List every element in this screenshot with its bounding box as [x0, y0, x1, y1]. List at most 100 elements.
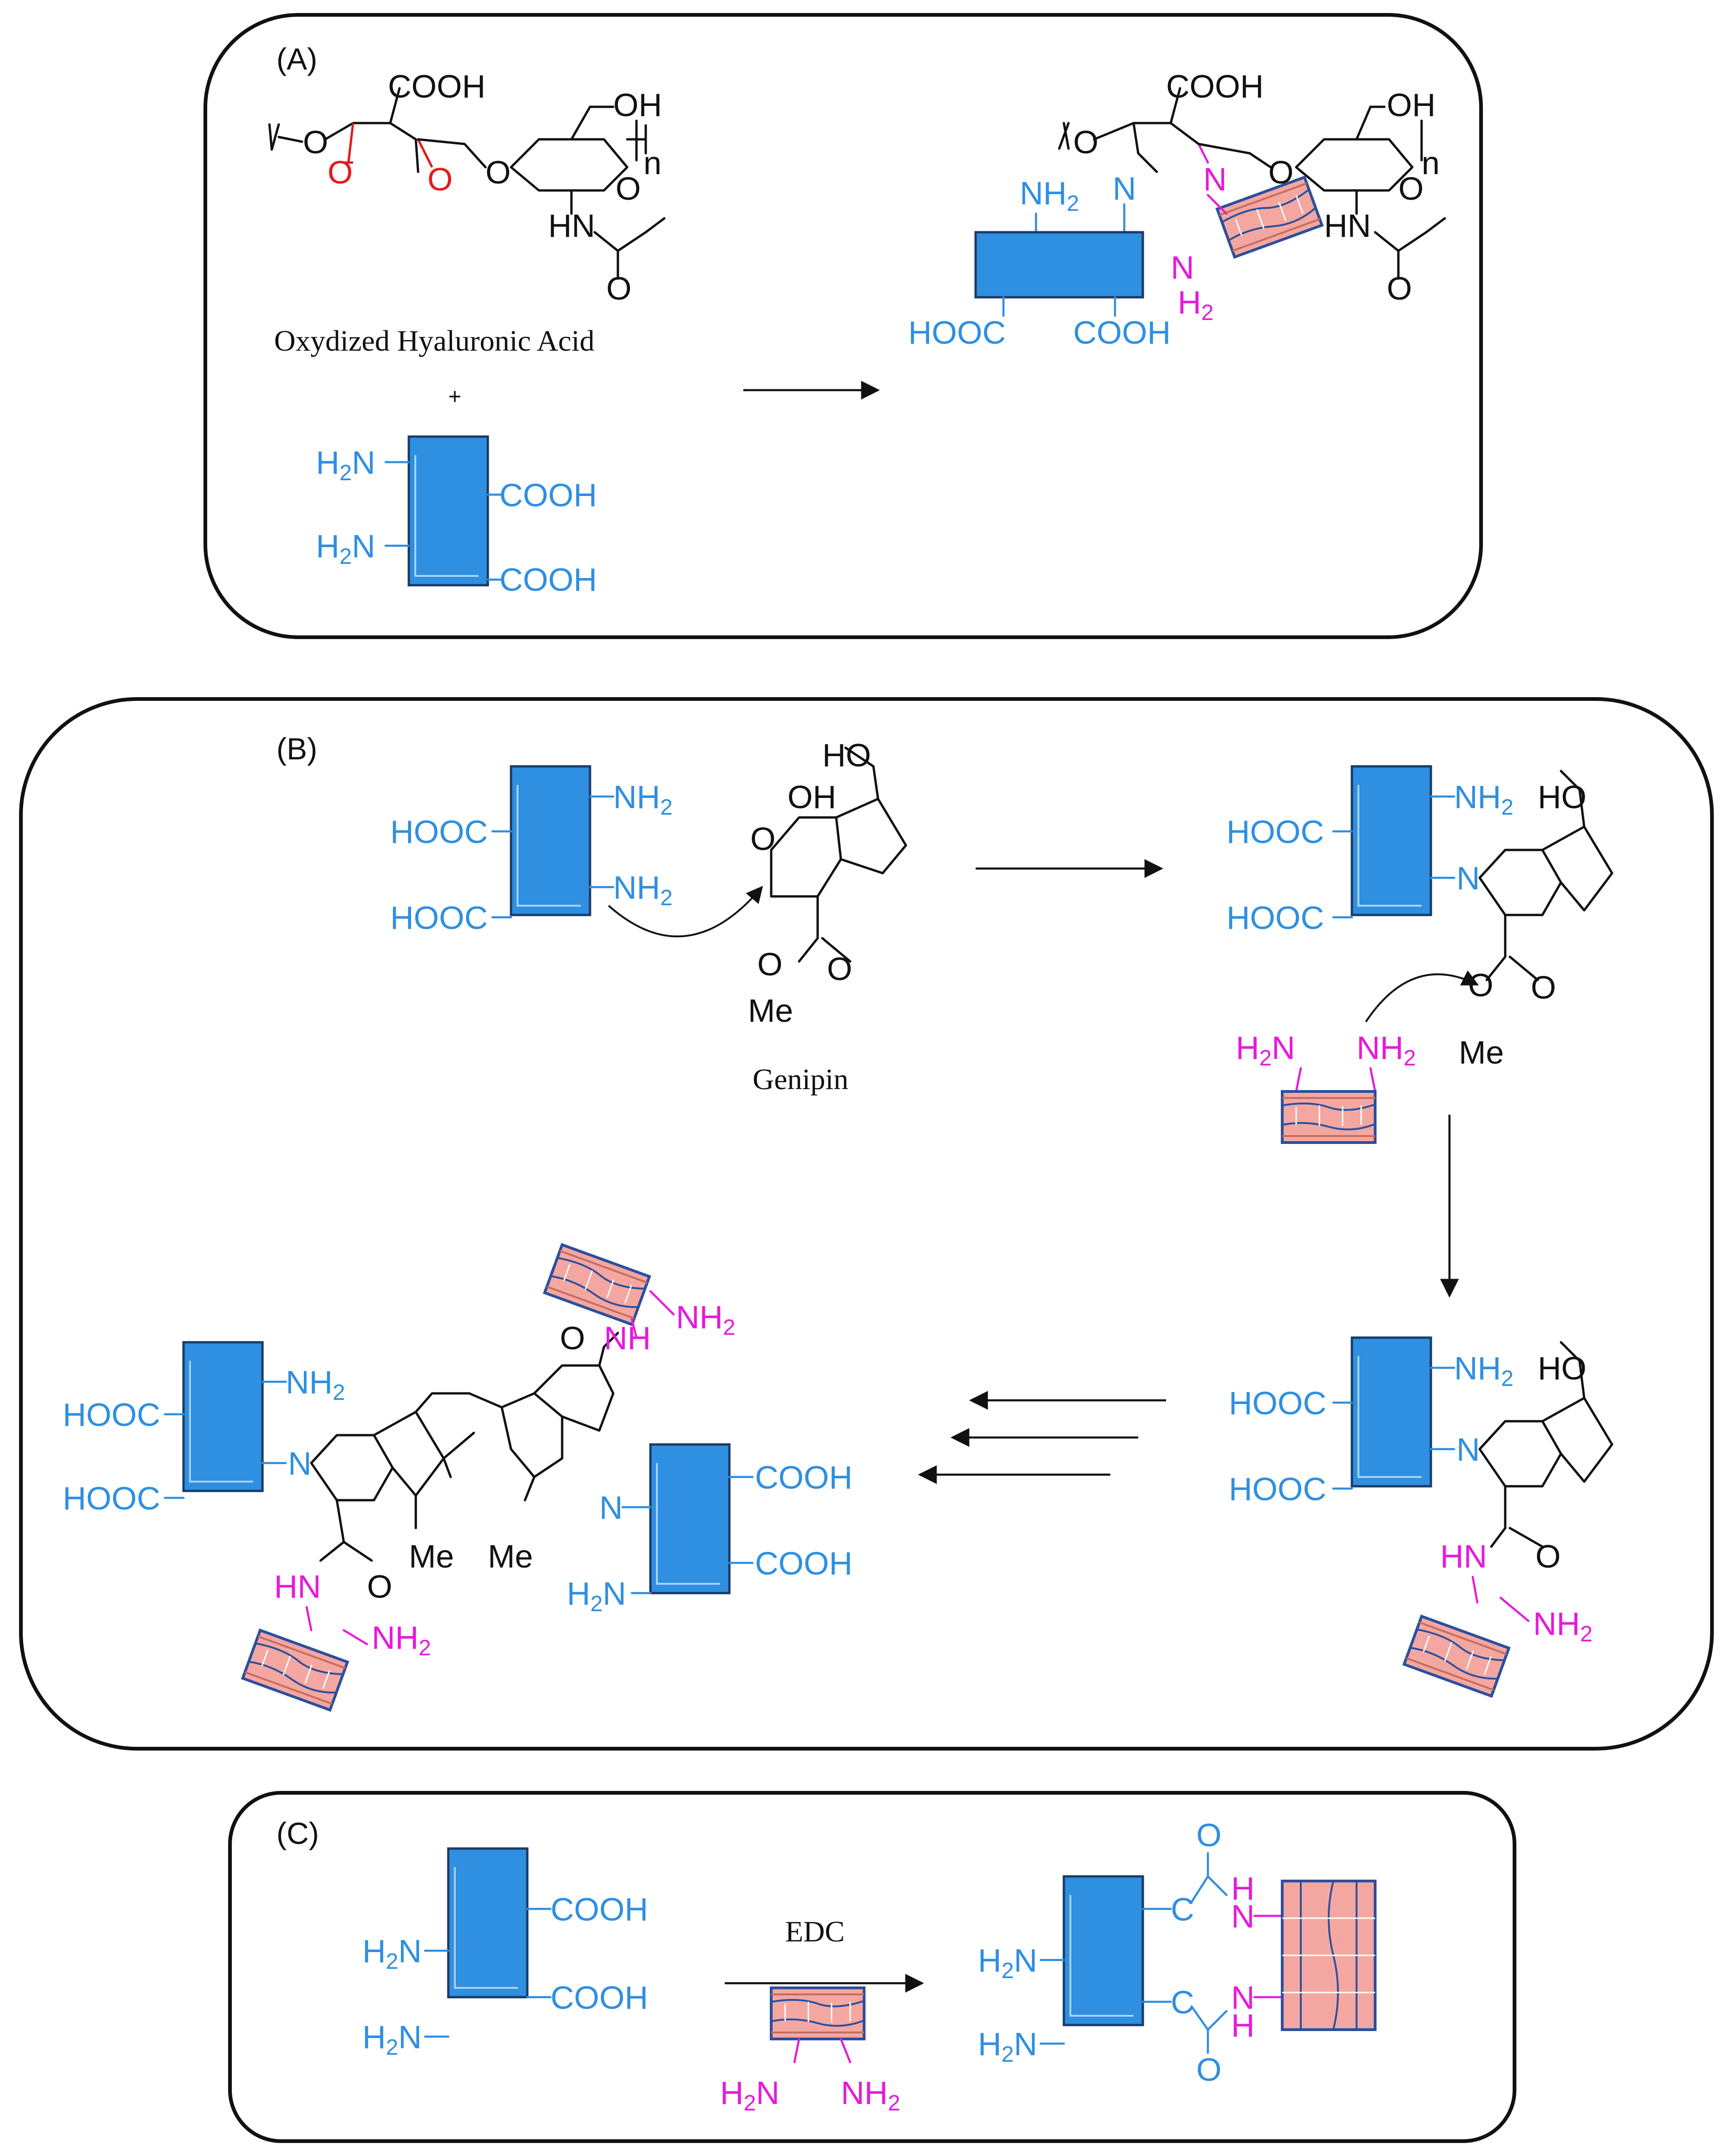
genipin-oh: OH — [787, 779, 836, 815]
pa-acetyl-o: O — [1387, 270, 1412, 307]
c-amide-n-bottom: N — [1231, 1980, 1255, 2016]
edc-reagent: EDC — [785, 1915, 845, 1948]
protein-block-pa — [974, 231, 1144, 299]
b4-me-left: Me — [409, 1538, 454, 1575]
b2-me: Me — [1459, 1034, 1504, 1071]
b4-left-pyridine-n: N — [288, 1445, 312, 1482]
b4-right-cooh-bottom: COOH — [755, 1545, 852, 1581]
ha-link-o: O — [485, 154, 511, 190]
protein-block-c-right — [1064, 1876, 1143, 2025]
ha-aldehyde-o-1: O — [328, 154, 353, 190]
b2-pyridine-n: N — [1456, 860, 1480, 896]
pa-tissue-h2: H2 — [1178, 284, 1213, 325]
ha-oh: OH — [613, 87, 662, 123]
ha-ring-o-2: O — [616, 170, 641, 207]
b4-right-cooh-top: COOH — [755, 1459, 852, 1496]
b4-right-h2n: H2N — [567, 1575, 626, 1616]
b4-right-amide-nh: NH — [604, 1320, 651, 1356]
product-a-structure: O COOH O OH O n HN O — [1058, 68, 1446, 307]
c-amide-n-top: N — [1231, 1898, 1255, 1934]
b1-hooc-top: HOOC — [390, 814, 488, 850]
protein-block-a — [409, 437, 488, 585]
b2-core — [1478, 770, 1613, 981]
b4-me-right: Me — [488, 1538, 533, 1575]
ha-acetyl-o: O — [606, 270, 631, 307]
c-amide-h-top: H — [1231, 1870, 1255, 1907]
protein-block-b4-left — [184, 1342, 262, 1491]
b3-ho: HO — [1538, 1350, 1587, 1386]
pa-o: O — [1073, 124, 1098, 160]
a-cooh-bottom: COOH — [499, 562, 597, 598]
b4-left-amide-o: O — [367, 1568, 392, 1605]
protein-block-b3 — [1352, 1338, 1431, 1486]
b3-hooc-bottom: HOOC — [1229, 1471, 1326, 1507]
b3-amide-hn: HN — [1440, 1538, 1487, 1575]
pa-repeat-n: n — [1422, 145, 1440, 181]
genipin-carbonyl-o: O — [827, 951, 852, 987]
genipin-caption: Genipin — [753, 1063, 848, 1096]
protein-block-b1 — [511, 766, 590, 915]
tissue-b2 — [1282, 1091, 1375, 1143]
b4-left-hooc-bottom: HOOC — [63, 1480, 160, 1516]
b3-amide-o: O — [1535, 1538, 1561, 1575]
c-left-h2n-top: H2N — [362, 1933, 422, 1974]
plus-sign: + — [448, 385, 461, 409]
panel-c-frame — [228, 1791, 1516, 2143]
pa-ring-o: O — [1398, 170, 1423, 207]
c-amide-c-bottom: C — [1171, 1984, 1194, 2020]
b4-left-hooc-top: HOOC — [63, 1397, 160, 1433]
c-amide-h-bottom: H — [1231, 2007, 1255, 2044]
ha-repeat-n: n — [643, 145, 662, 181]
c-amide-c-top: C — [1171, 1891, 1194, 1927]
c-amide-o-bottom: O — [1196, 2051, 1221, 2088]
b4-right-amide-o: O — [560, 1320, 585, 1356]
b4-left-amide-hn: HN — [274, 1568, 321, 1605]
b2-ester-o: O — [1468, 967, 1493, 1003]
tissue-c-reagent — [771, 1988, 864, 2039]
c-left-cooh-bottom: COOH — [551, 1980, 648, 2016]
pa-imine-n-blue: N — [1113, 170, 1136, 207]
genipin-ester-o: O — [757, 946, 782, 982]
tissue-c-product — [1281, 1880, 1377, 2031]
b4-dimer-core — [310, 1332, 619, 1562]
b3-pyridine-n: N — [1456, 1431, 1480, 1468]
b2-carbonyl-o: O — [1531, 969, 1556, 1006]
pa-tissue-n: N — [1171, 249, 1194, 286]
panel-c-label: (C) — [276, 1816, 319, 1850]
panel-a-label: (A) — [276, 42, 317, 76]
ha-cooh: COOH — [388, 68, 485, 105]
panel-b-label: (B) — [276, 732, 317, 766]
pa-imine-n-magenta: N — [1203, 161, 1227, 197]
pa-cooh: COOH — [1166, 68, 1264, 105]
panel-b-frame — [19, 697, 1714, 1751]
ha-hn: HN — [548, 208, 595, 244]
panel-a-frame — [203, 13, 1483, 639]
pa-hooc: HOOC — [908, 314, 1006, 351]
oxidized-ha-structure: O COOH O O O OH O n HN O — [268, 68, 666, 307]
protein-block-b2 — [1352, 766, 1431, 915]
protein-block-b4-right — [650, 1444, 729, 1593]
b2-hooc-bottom: HOOC — [1226, 900, 1324, 936]
genipin-structure: OH HO O O O Me — [748, 737, 907, 1029]
c-amide-o-top: O — [1196, 1817, 1221, 1853]
protein-block-c-left — [448, 1849, 527, 1997]
pa-cooh-bottom: COOH — [1073, 314, 1171, 351]
c-left-cooh-top: COOH — [551, 1891, 648, 1927]
b1-hooc-bottom: HOOC — [390, 900, 488, 936]
a-cooh-top: COOH — [499, 477, 597, 513]
oxidized-ha-caption: Oxydized Hyaluronic Acid — [274, 324, 595, 357]
b2-tissue-nh2: NH2 — [1357, 1030, 1416, 1071]
b1-attack-arrow — [608, 886, 763, 938]
b2-ho: HO — [1538, 779, 1587, 815]
ha-aldehyde-o-2: O — [427, 161, 452, 197]
pa-hn: HN — [1324, 208, 1371, 244]
genipin-ring-o: O — [750, 821, 775, 857]
b2-hooc-top: HOOC — [1226, 814, 1324, 850]
b4-right-pyridine-n: N — [599, 1490, 623, 1526]
b3-hooc-top: HOOC — [1229, 1385, 1326, 1421]
ha-ring-o: O — [303, 124, 328, 160]
b3-core — [1478, 1341, 1613, 1548]
b2-tissue-h2n: H2N — [1236, 1030, 1295, 1071]
genipin-ho: HO — [822, 737, 871, 773]
